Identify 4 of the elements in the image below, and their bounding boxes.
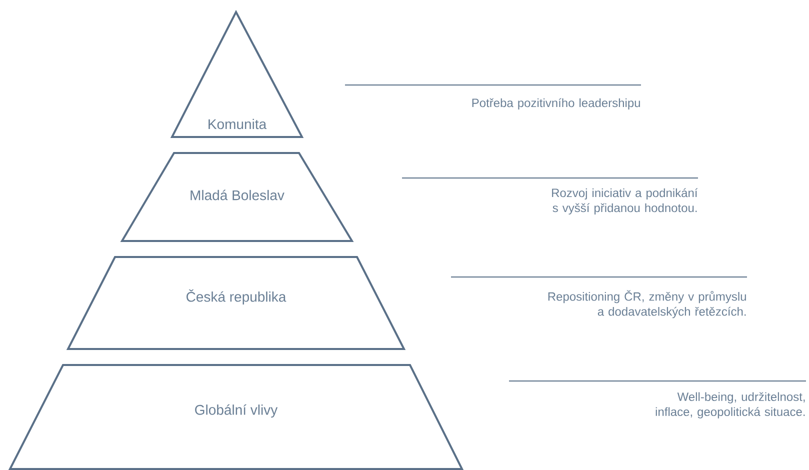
description-text: Well-being, udržitelnost, inflace, geopolitická situace. <box>656 392 805 418</box>
description-text: Rozvoj iniciativ a podnikání s vyšší přidanou hodnotou. <box>552 188 698 215</box>
description-text: Potřeba pozitivního leadershipu <box>472 98 640 110</box>
description-text: Repositioning ČR, změny v průmyslu a dodavatelských řetězcích. <box>548 290 746 318</box>
